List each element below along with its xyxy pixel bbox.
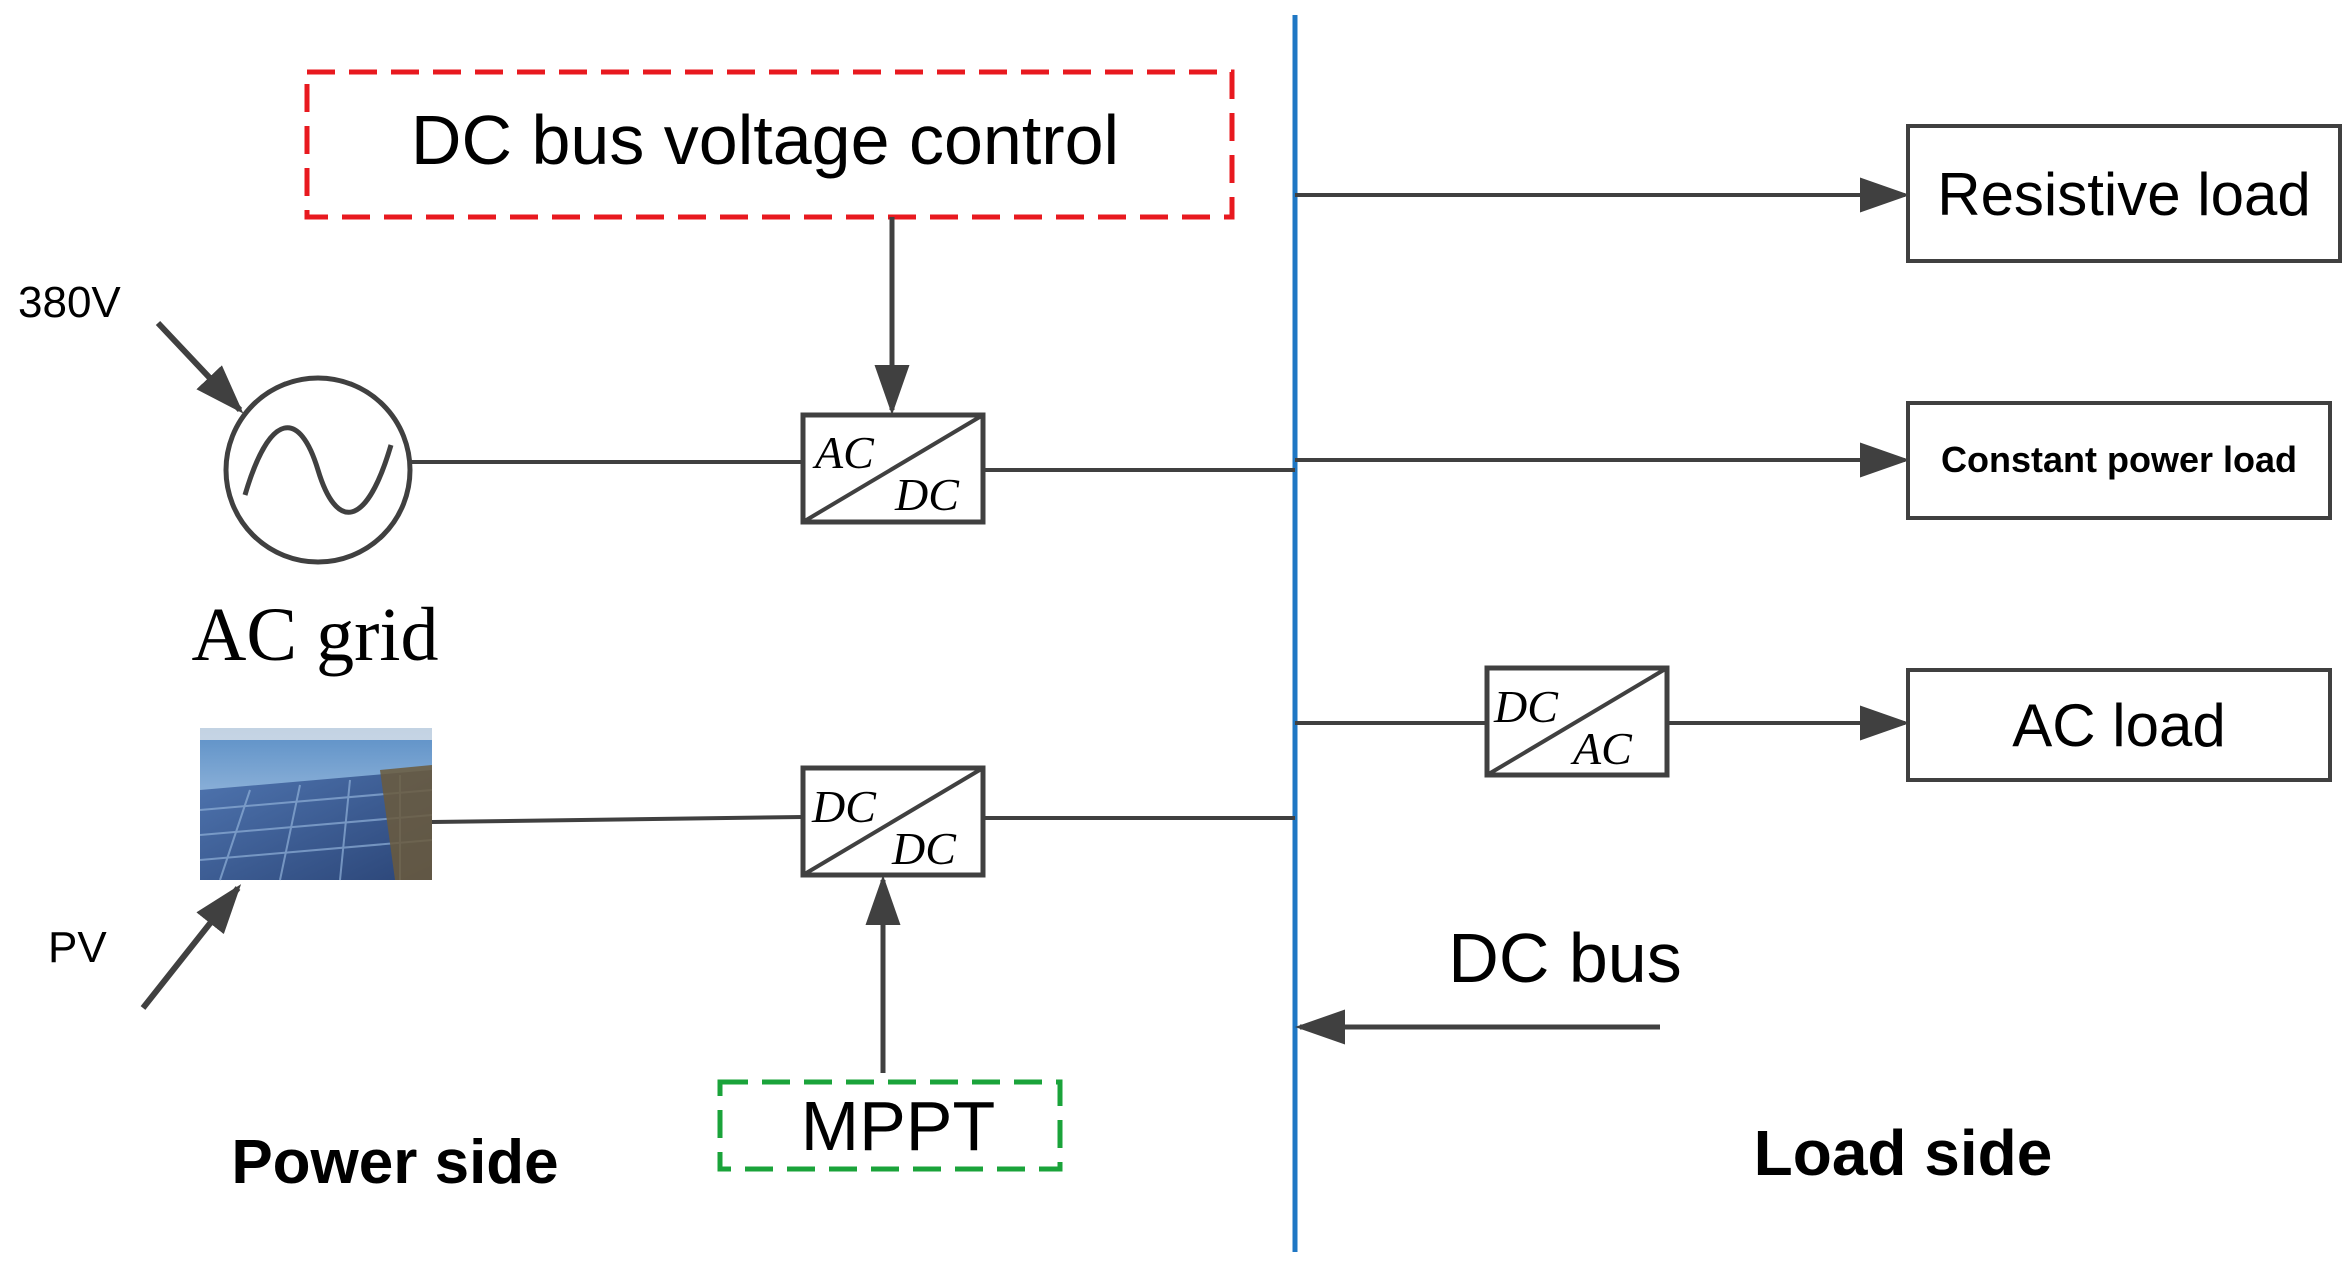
constant-power-load-label: Constant power load: [1941, 439, 2297, 480]
dc-bus-voltage-control-label: DC bus voltage control: [411, 101, 1119, 179]
dcac-top-label: DC: [1493, 681, 1559, 732]
ac-load-label: AC load: [2012, 692, 2225, 759]
dcdc-bottom-label: DC: [891, 823, 957, 874]
pv-to-dcdc-line: [431, 815, 804, 824]
power-side-label: Power side: [231, 1128, 558, 1197]
dcdc-converter: DC DC: [800, 765, 986, 878]
dcdc-top-label: DC: [811, 781, 877, 832]
pv-arrow: [140, 884, 242, 1010]
source-voltage-arrow: [155, 320, 244, 414]
sine-wave-icon: [242, 425, 394, 515]
ac-load-block: AC load: [1906, 668, 2332, 782]
ac-grid-source: [223, 375, 413, 565]
dcac-bottom-label: AC: [1570, 723, 1633, 774]
load-side-label: Load side: [1754, 1117, 2053, 1189]
acdc-bottom-label: DC: [894, 469, 960, 520]
dc-bus-voltage-control-block: DC bus voltage control: [304, 69, 1235, 220]
pv-panel-image: [199, 728, 433, 881]
dc-bus-label: DC bus: [1448, 919, 1681, 997]
source-voltage-label: 380V: [18, 278, 121, 327]
dcac-converter: DC AC: [1484, 665, 1670, 778]
resistive-load-block: Resistive load: [1906, 124, 2342, 263]
resistive-load-label: Resistive load: [1937, 161, 2311, 228]
mppt-label: MPPT: [801, 1087, 995, 1165]
acdc-converter: AC DC: [800, 412, 986, 525]
pv-label: PV: [48, 923, 107, 972]
mppt-block: MPPT: [717, 1079, 1063, 1172]
ac-grid-label: AC grid: [192, 593, 439, 677]
acdc-top-label: AC: [812, 427, 875, 478]
constant-power-load-block: Constant power load: [1906, 401, 2332, 520]
